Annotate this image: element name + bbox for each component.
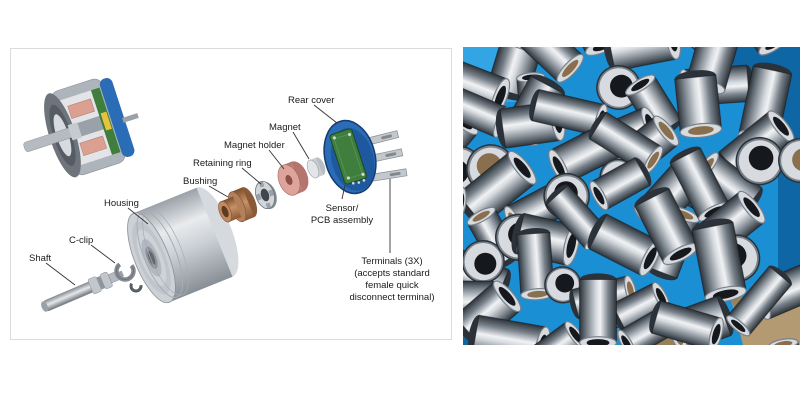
- leader-shaft: [45, 262, 76, 286]
- label-terminals-line1: Terminals (3X): [361, 256, 422, 267]
- bushing-item: [674, 70, 723, 139]
- label-magnet-holder: Magnet holder: [224, 140, 285, 151]
- leader-housing: [127, 207, 149, 225]
- bushings-photo-svg: [463, 47, 800, 345]
- cutaway-inset: [23, 78, 139, 178]
- bushing-item: [463, 150, 537, 227]
- label-terminals-line4: disconnect terminal): [349, 292, 434, 303]
- cutaway-sensor-chip: [100, 111, 112, 131]
- label-magnet: Magnet: [269, 122, 301, 133]
- bushing-item: [634, 187, 699, 266]
- leader-magnet: [292, 131, 310, 160]
- cutaway-winding-top: [67, 98, 95, 119]
- leader-magnet-holder: [268, 149, 285, 170]
- bushings-photo-figure: [463, 47, 800, 345]
- bushing-item: [767, 338, 800, 345]
- label-bushing: Bushing: [183, 176, 217, 187]
- bushing-item: [718, 47, 794, 56]
- bushing-item: [516, 227, 555, 301]
- bushing-item: [463, 239, 505, 284]
- bushing-item: [735, 136, 784, 186]
- label-sensor-line2: PCB assembly: [311, 215, 374, 226]
- exploded-diagram-figure: Rear cover Magnet Magnet holder Retainin…: [10, 48, 452, 340]
- label-terminals-line2: (accepts standard: [354, 268, 430, 279]
- bushing-item: [588, 111, 664, 175]
- label-terminals-line3: female quick: [365, 280, 419, 291]
- label-housing: Housing: [104, 198, 139, 209]
- part-rear-cover: [323, 119, 377, 195]
- cutaway-terminal: [122, 113, 139, 123]
- leader-bushing: [208, 185, 229, 198]
- cutaway-winding-bottom: [79, 135, 107, 156]
- bushing-item: [587, 213, 662, 277]
- label-sensor-line1: Sensor/: [326, 203, 359, 214]
- part-retaining-ring: [255, 180, 277, 210]
- part-pcb: [329, 128, 367, 185]
- part-housing: [127, 187, 239, 304]
- label-shaft: Shaft: [29, 253, 52, 264]
- bushing-pile: [463, 47, 800, 345]
- part-shaft: [41, 270, 124, 312]
- part-magnet: [306, 157, 326, 179]
- bushing-item: [726, 265, 793, 337]
- part-bushing: [218, 187, 258, 223]
- bushing-item: [579, 273, 617, 345]
- bushing-item: [603, 47, 682, 72]
- label-c-clip: C-clip: [69, 235, 93, 246]
- bushing-item: [778, 137, 800, 184]
- bushing-item: [649, 300, 724, 345]
- bushing-item: [463, 180, 467, 217]
- label-rear-cover: Rear cover: [288, 95, 334, 106]
- label-retaining-ring: Retaining ring: [193, 158, 252, 169]
- leader-sensor: [341, 184, 346, 200]
- part-magnet-holder: [277, 161, 309, 196]
- leader-c-clip: [90, 244, 116, 264]
- cutaway-rear-cover: [99, 78, 135, 157]
- bushing-item: [510, 47, 584, 83]
- exploded-diagram-svg: Rear cover Magnet Magnet holder Retainin…: [23, 78, 435, 312]
- bushing-item: [589, 157, 652, 211]
- leader-retaining-ring: [241, 167, 262, 185]
- leader-rear-cover: [313, 104, 338, 124]
